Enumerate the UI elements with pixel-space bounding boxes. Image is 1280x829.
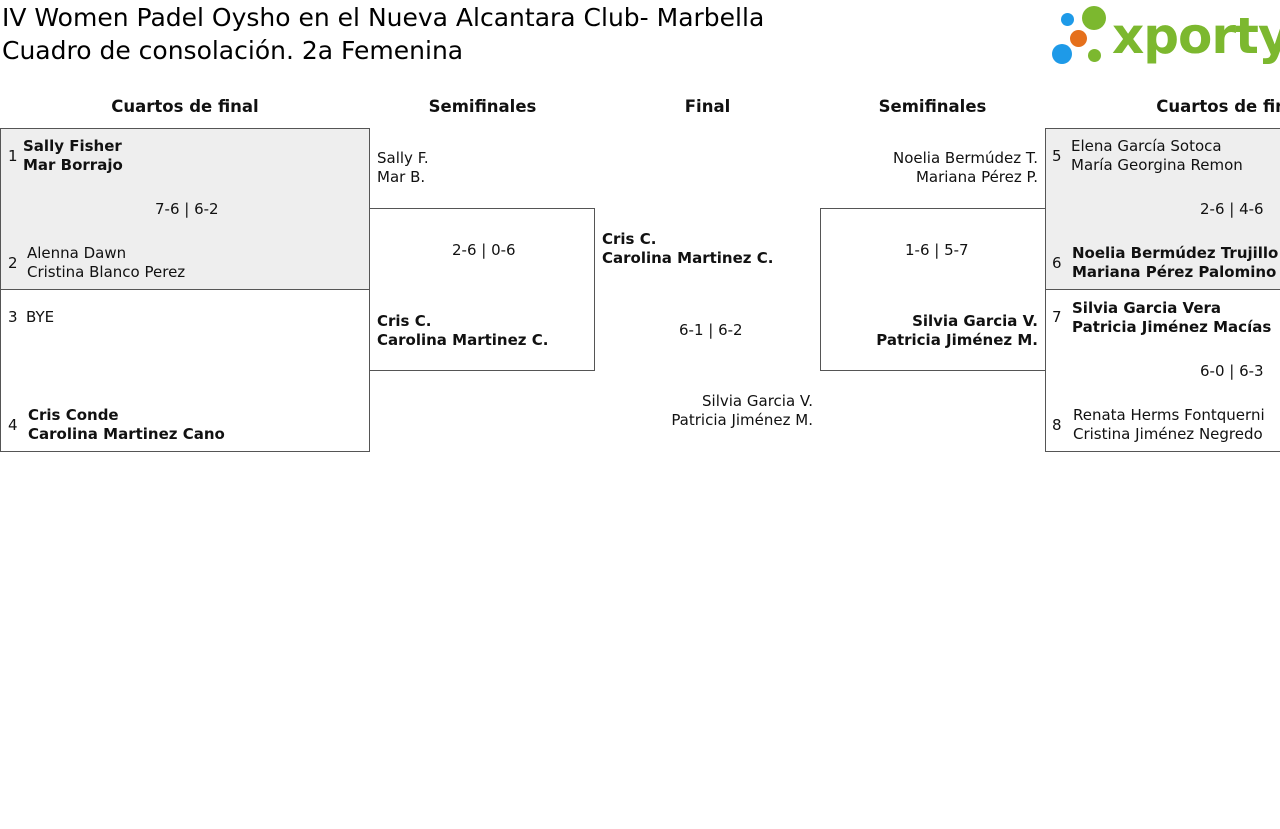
round-header-sf-right: Semifinales <box>878 97 987 116</box>
player-name[interactable]: Sally Fisher <box>23 137 122 155</box>
qf-right-match-1[interactable]: 5 Elena García Sotoca María Georgina Rem… <box>1045 128 1280 290</box>
seed-number: 8 <box>1052 416 1062 434</box>
seed-number: 2 <box>8 254 18 272</box>
sf-left-match[interactable]: 2-6 | 0-6 Cris C. Carolina Martinez C. <box>369 208 595 371</box>
seed-number: 7 <box>1052 308 1062 326</box>
round-header-sf-left: Semifinales <box>428 97 537 116</box>
player-name[interactable]: Carolina Martinez C. <box>377 331 549 349</box>
page-subtitle: Cuadro de consolación. 2a Femenina <box>2 36 464 65</box>
logo-dot-green-icon <box>1082 6 1106 30</box>
seed-number: 4 <box>8 416 18 434</box>
player-name[interactable]: Patricia Jiménez M. <box>876 331 1038 349</box>
player-name[interactable]: Sally F. <box>377 149 429 167</box>
seed-number: 1 <box>8 147 18 165</box>
player-name[interactable]: Cris Conde <box>28 406 119 424</box>
player-name[interactable]: Mar B. <box>377 168 426 186</box>
final-score: 6-1 | 6-2 <box>679 321 743 339</box>
finalist-name[interactable]: Cris C. <box>602 230 657 248</box>
match-score: 2-6 | 0-6 <box>452 241 516 259</box>
round-header-qf-left: Cuartos de final <box>111 97 259 116</box>
sf-right-match[interactable]: 1-6 | 5-7 Silvia Garcia V. Patricia Jimé… <box>820 208 1046 371</box>
finalist-name[interactable]: Carolina Martinez C. <box>602 249 774 267</box>
seed-number: 5 <box>1052 147 1062 165</box>
seed-number: 3 <box>8 308 18 326</box>
finalist-name[interactable]: Silvia Garcia V. <box>702 392 813 410</box>
qf-left-match-2[interactable]: 3 BYE 4 Cris Conde Carolina Martinez Can… <box>0 289 370 452</box>
player-name[interactable]: Cristina Blanco Perez <box>27 263 186 281</box>
player-name[interactable]: Renata Herms Fontquerni <box>1073 406 1265 424</box>
player-name[interactable]: Cris C. <box>377 312 432 330</box>
match-score: 6-0 | 6-3 <box>1200 362 1264 380</box>
player-name[interactable]: Patricia Jiménez Macías <box>1072 318 1272 336</box>
match-score: 1-6 | 5-7 <box>905 241 969 259</box>
player-name[interactable]: Mariana Pérez Palomino <box>1072 263 1277 281</box>
round-header-qf-right: Cuartos de final <box>1156 97 1280 116</box>
xporty-logo[interactable]: xporty <box>1050 4 1280 68</box>
player-name[interactable]: Elena García Sotoca <box>1071 137 1222 155</box>
logo-dot-blue-small-icon <box>1061 13 1074 26</box>
player-name[interactable]: María Georgina Remon <box>1071 156 1243 174</box>
round-header-final: Final <box>684 97 731 116</box>
player-name[interactable]: Alenna Dawn <box>27 244 127 262</box>
seed-number: 6 <box>1052 254 1062 272</box>
player-name[interactable]: Mariana Pérez P. <box>915 168 1038 186</box>
player-name[interactable]: Silvia Garcia Vera <box>1072 299 1222 317</box>
finalist-name[interactable]: Patricia Jiménez M. <box>671 411 813 429</box>
logo-wordmark: xporty <box>1112 7 1280 65</box>
logo-dot-green-small-icon <box>1088 49 1101 62</box>
player-name[interactable]: Carolina Martinez Cano <box>28 425 225 443</box>
match-score: 7-6 | 6-2 <box>155 200 219 218</box>
player-name[interactable]: Mar Borrajo <box>23 156 123 174</box>
player-name[interactable]: Noelia Bermúdez T. <box>892 149 1038 167</box>
qf-right-match-2[interactable]: 7 Silvia Garcia Vera Patricia Jiménez Ma… <box>1045 289 1280 452</box>
logo-dot-orange-icon <box>1070 30 1087 47</box>
player-name-bye: BYE <box>26 308 55 326</box>
match-score: 2-6 | 4-6 <box>1200 200 1264 218</box>
player-name[interactable]: Cristina Jiménez Negredo <box>1073 425 1263 443</box>
page-title: IV Women Padel Oysho en el Nueva Alcanta… <box>2 3 765 32</box>
player-name[interactable]: Noelia Bermúdez Trujillo <box>1072 244 1279 262</box>
logo-dot-blue-icon <box>1052 44 1072 64</box>
qf-left-match-1[interactable]: 1 Sally Fisher Mar Borrajo 7-6 | 6-2 2 A… <box>0 128 370 290</box>
player-name[interactable]: Silvia Garcia V. <box>912 312 1038 330</box>
